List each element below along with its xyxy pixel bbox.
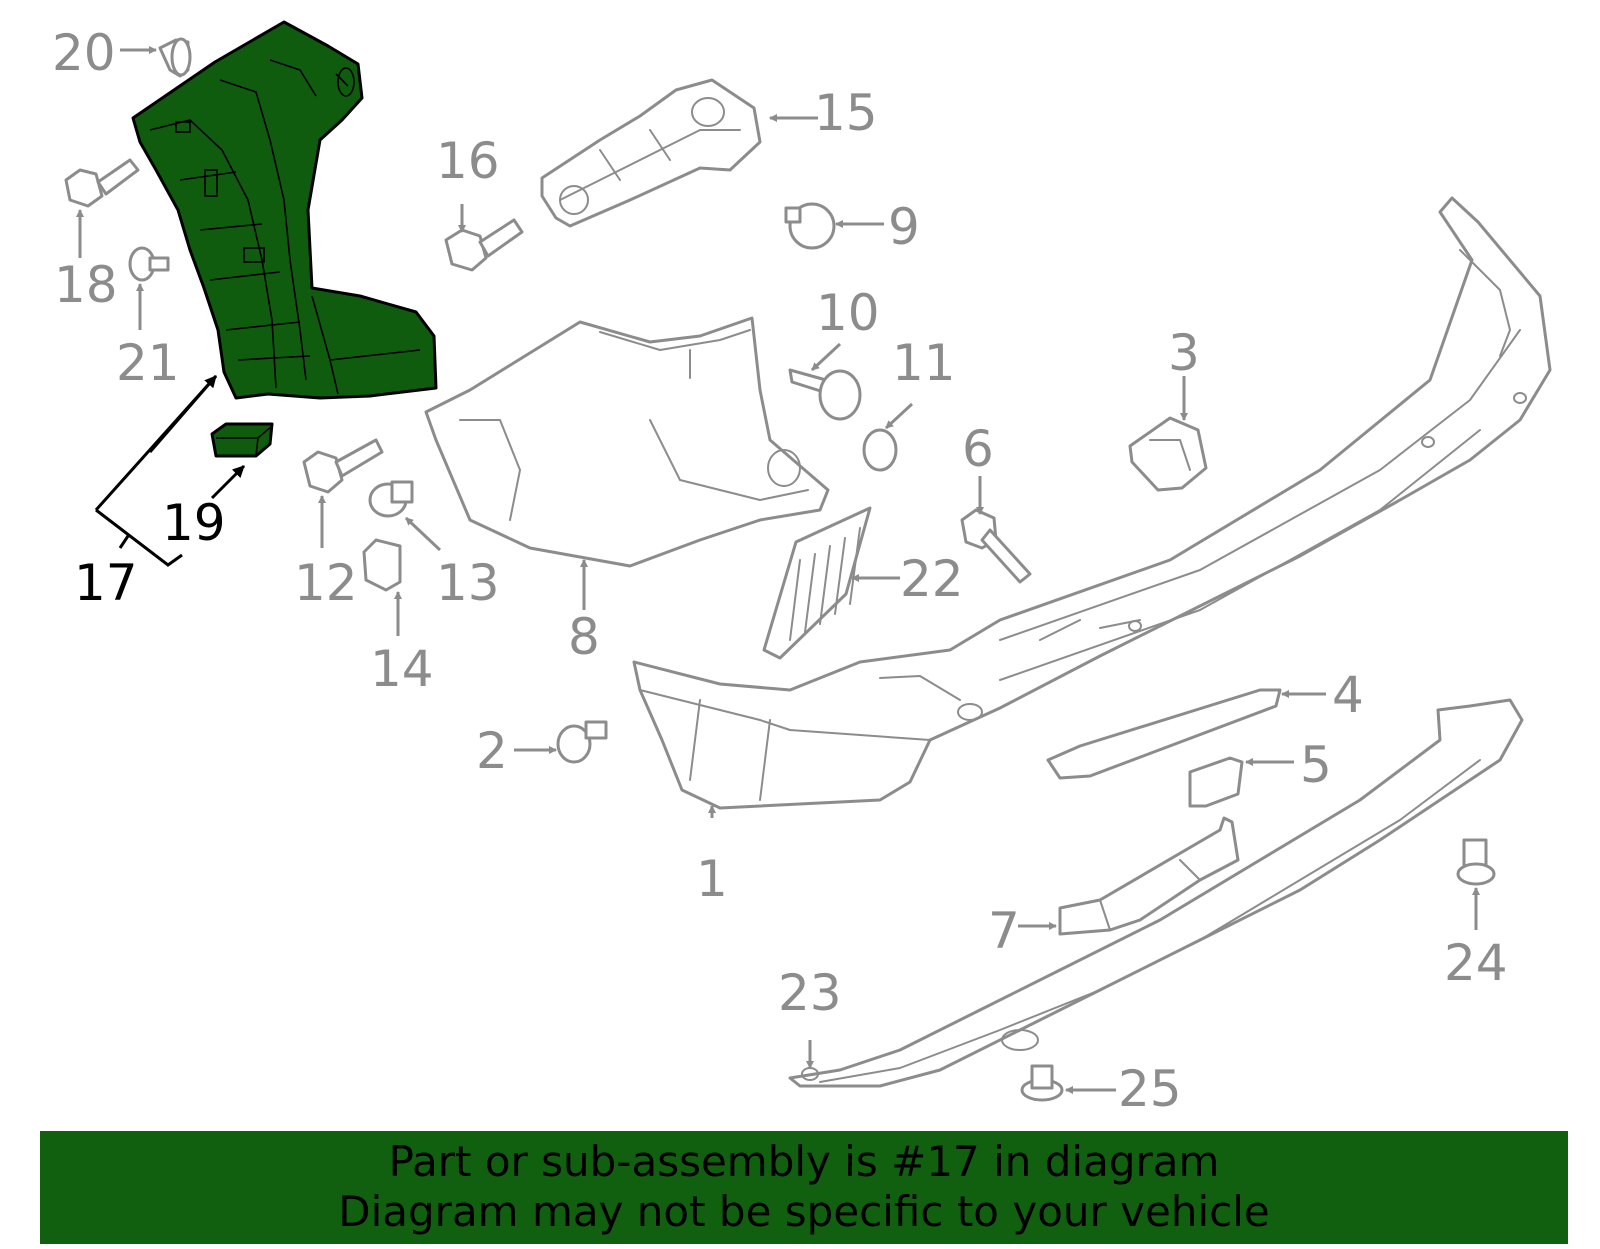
nut-part-9[interactable] [784, 202, 836, 250]
callout-11: 11 [892, 334, 956, 392]
callout-10: 10 [816, 284, 880, 342]
callout-16: 16 [436, 132, 500, 190]
bracket-part-7[interactable] [1058, 816, 1240, 936]
bracket-part-8[interactable] [424, 316, 830, 568]
callout-18: 18 [54, 256, 118, 314]
callout-9: 9 [888, 198, 920, 256]
banner-line-disclaimer: Diagram may not be specific to your vehi… [338, 1187, 1270, 1236]
clip-part-14[interactable] [362, 538, 402, 592]
callout-23: 23 [778, 964, 842, 1022]
callout-13: 13 [436, 554, 500, 612]
pad-part-19-highlighted[interactable] [210, 422, 274, 458]
bumper-cover-part-1[interactable] [632, 196, 1552, 810]
callout-6: 6 [962, 420, 994, 478]
callout-15: 15 [814, 84, 878, 142]
bolt-part-12[interactable] [302, 438, 384, 494]
clip-part-2[interactable] [556, 720, 608, 764]
bracket-part-15[interactable] [540, 78, 762, 228]
callout-1: 1 [696, 850, 728, 908]
clip-part-24[interactable] [1456, 838, 1496, 886]
leader-19-arrow [210, 464, 246, 500]
callout-7: 7 [988, 902, 1020, 960]
reflector-part-22[interactable] [762, 506, 872, 660]
callout-8: 8 [568, 608, 600, 666]
callout-21: 21 [116, 334, 180, 392]
pushpin-part-20[interactable] [158, 37, 192, 78]
callout-25: 25 [1118, 1060, 1182, 1118]
callout-20: 20 [52, 24, 116, 82]
notice-banner: Part or sub-assembly is #17 in diagram D… [40, 1131, 1568, 1244]
bolt-part-6[interactable] [960, 508, 1032, 584]
bolt-part-16[interactable] [444, 218, 524, 272]
callout-3: 3 [1168, 324, 1200, 382]
callout-24: 24 [1444, 934, 1508, 992]
leader-17-arrow [148, 375, 218, 453]
cap-part-11[interactable] [862, 428, 898, 472]
callout-4: 4 [1332, 666, 1364, 724]
bracket-part-17-highlighted[interactable] [131, 20, 438, 400]
nut-part-13[interactable] [368, 480, 414, 518]
callout-17: 17 [74, 554, 138, 612]
bolt-part-18[interactable] [64, 158, 140, 208]
leader-lines [76, 46, 1480, 1094]
diffuser-part-23[interactable] [788, 698, 1524, 1088]
bracket-part-5[interactable] [1188, 756, 1244, 808]
clip-part-25[interactable] [1020, 1064, 1064, 1102]
clip-part-21[interactable] [128, 246, 170, 282]
strip-part-4[interactable] [1046, 688, 1282, 780]
callout-19: 19 [162, 494, 226, 552]
callout-14: 14 [370, 640, 434, 698]
bracket-part-3[interactable] [1128, 416, 1208, 492]
callout-5: 5 [1300, 736, 1332, 794]
callout-12: 12 [294, 554, 358, 612]
banner-line-part-number: Part or sub-assembly is #17 in diagram [388, 1137, 1220, 1186]
callout-22: 22 [900, 550, 964, 608]
screw-part-10[interactable] [788, 368, 862, 421]
callout-2: 2 [476, 722, 508, 780]
bracket-tick-17 [118, 535, 130, 549]
